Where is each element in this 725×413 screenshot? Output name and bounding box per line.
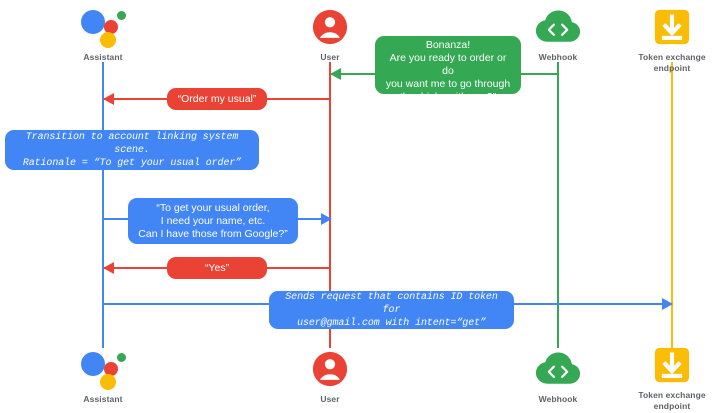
actor-token-endpoint-bottom: Token exchange endpoint [612, 344, 725, 412]
message-welcome: “Welcome to Boba Bonanza! Are you ready … [375, 26, 521, 103]
cloud-code-icon [498, 6, 618, 48]
message-welcome-line4: the drinks with you?” [399, 91, 497, 103]
actor-label-assistant: Assistant [83, 394, 123, 404]
note-sends-request-line1: Sends request that contains ID token for [285, 291, 498, 316]
message-welcome-line2: Are you ready to order or do [389, 52, 507, 77]
note-transition: Transition to account linking system sce… [5, 130, 259, 170]
message-order-my-usual: “Order my usual” [167, 88, 267, 110]
user-avatar-icon [270, 348, 390, 390]
actor-assistant-top: Assistant [43, 6, 163, 63]
actor-label-user: User [320, 52, 340, 62]
user-avatar-icon [270, 6, 390, 48]
arrowhead-left-icon [103, 262, 114, 274]
message-order-my-usual-text: “Order my usual” [177, 92, 257, 105]
actor-label-token-endpoint: Token exchange endpoint [638, 390, 706, 411]
note-sends-request: Sends request that contains ID token for… [269, 291, 514, 329]
lifeline-assistant [102, 62, 104, 348]
actor-user-top: User [270, 6, 390, 63]
note-transition-line2: Rationale = “To get your usual order” [22, 157, 242, 169]
message-ask-for-name: “To get your usual order, I need your na… [128, 198, 298, 244]
cloud-code-icon [498, 348, 618, 390]
message-ask-for-name-line2: I need your name, etc. [160, 214, 266, 227]
actor-label-token-endpoint: Token exchange endpoint [638, 52, 706, 73]
actor-user-bottom: User [270, 348, 390, 405]
arrowhead-left-icon [330, 68, 341, 80]
note-transition-line1: Transition to account linking system sce… [25, 131, 239, 156]
actor-assistant-bottom: Assistant [43, 348, 163, 405]
message-yes-text: “Yes” [204, 261, 230, 274]
message-welcome-line1: “Welcome to Boba Bonanza! [404, 26, 492, 51]
actor-label-user: User [320, 394, 340, 404]
arrowhead-left-icon [103, 93, 114, 105]
download-box-icon [612, 6, 725, 48]
actor-label-webhook: Webhook [538, 394, 578, 404]
lifeline-token-endpoint [671, 62, 673, 348]
message-ask-for-name-line1: “To get your usual order, [156, 201, 270, 214]
actor-webhook-bottom: Webhook [498, 348, 618, 405]
lifeline-webhook [557, 62, 559, 348]
actor-label-webhook: Webhook [538, 52, 578, 62]
message-welcome-line3: you want me to go through [385, 78, 511, 90]
message-ask-for-name-line3: Can I have those from Google?” [138, 227, 288, 240]
actor-token-endpoint-top: Token exchange endpoint [612, 6, 725, 74]
actor-webhook-top: Webhook [498, 6, 618, 63]
message-yes: “Yes” [167, 257, 267, 279]
arrowhead-right-icon [321, 213, 332, 225]
note-sends-request-line2: user@gmail.com with intent=“get” [297, 317, 486, 329]
actor-label-assistant: Assistant [83, 52, 123, 62]
arrowhead-right-icon [662, 298, 673, 310]
google-assistant-icon [43, 348, 163, 390]
download-box-icon [612, 344, 725, 386]
lifeline-user [329, 62, 331, 348]
google-assistant-icon [43, 6, 163, 48]
